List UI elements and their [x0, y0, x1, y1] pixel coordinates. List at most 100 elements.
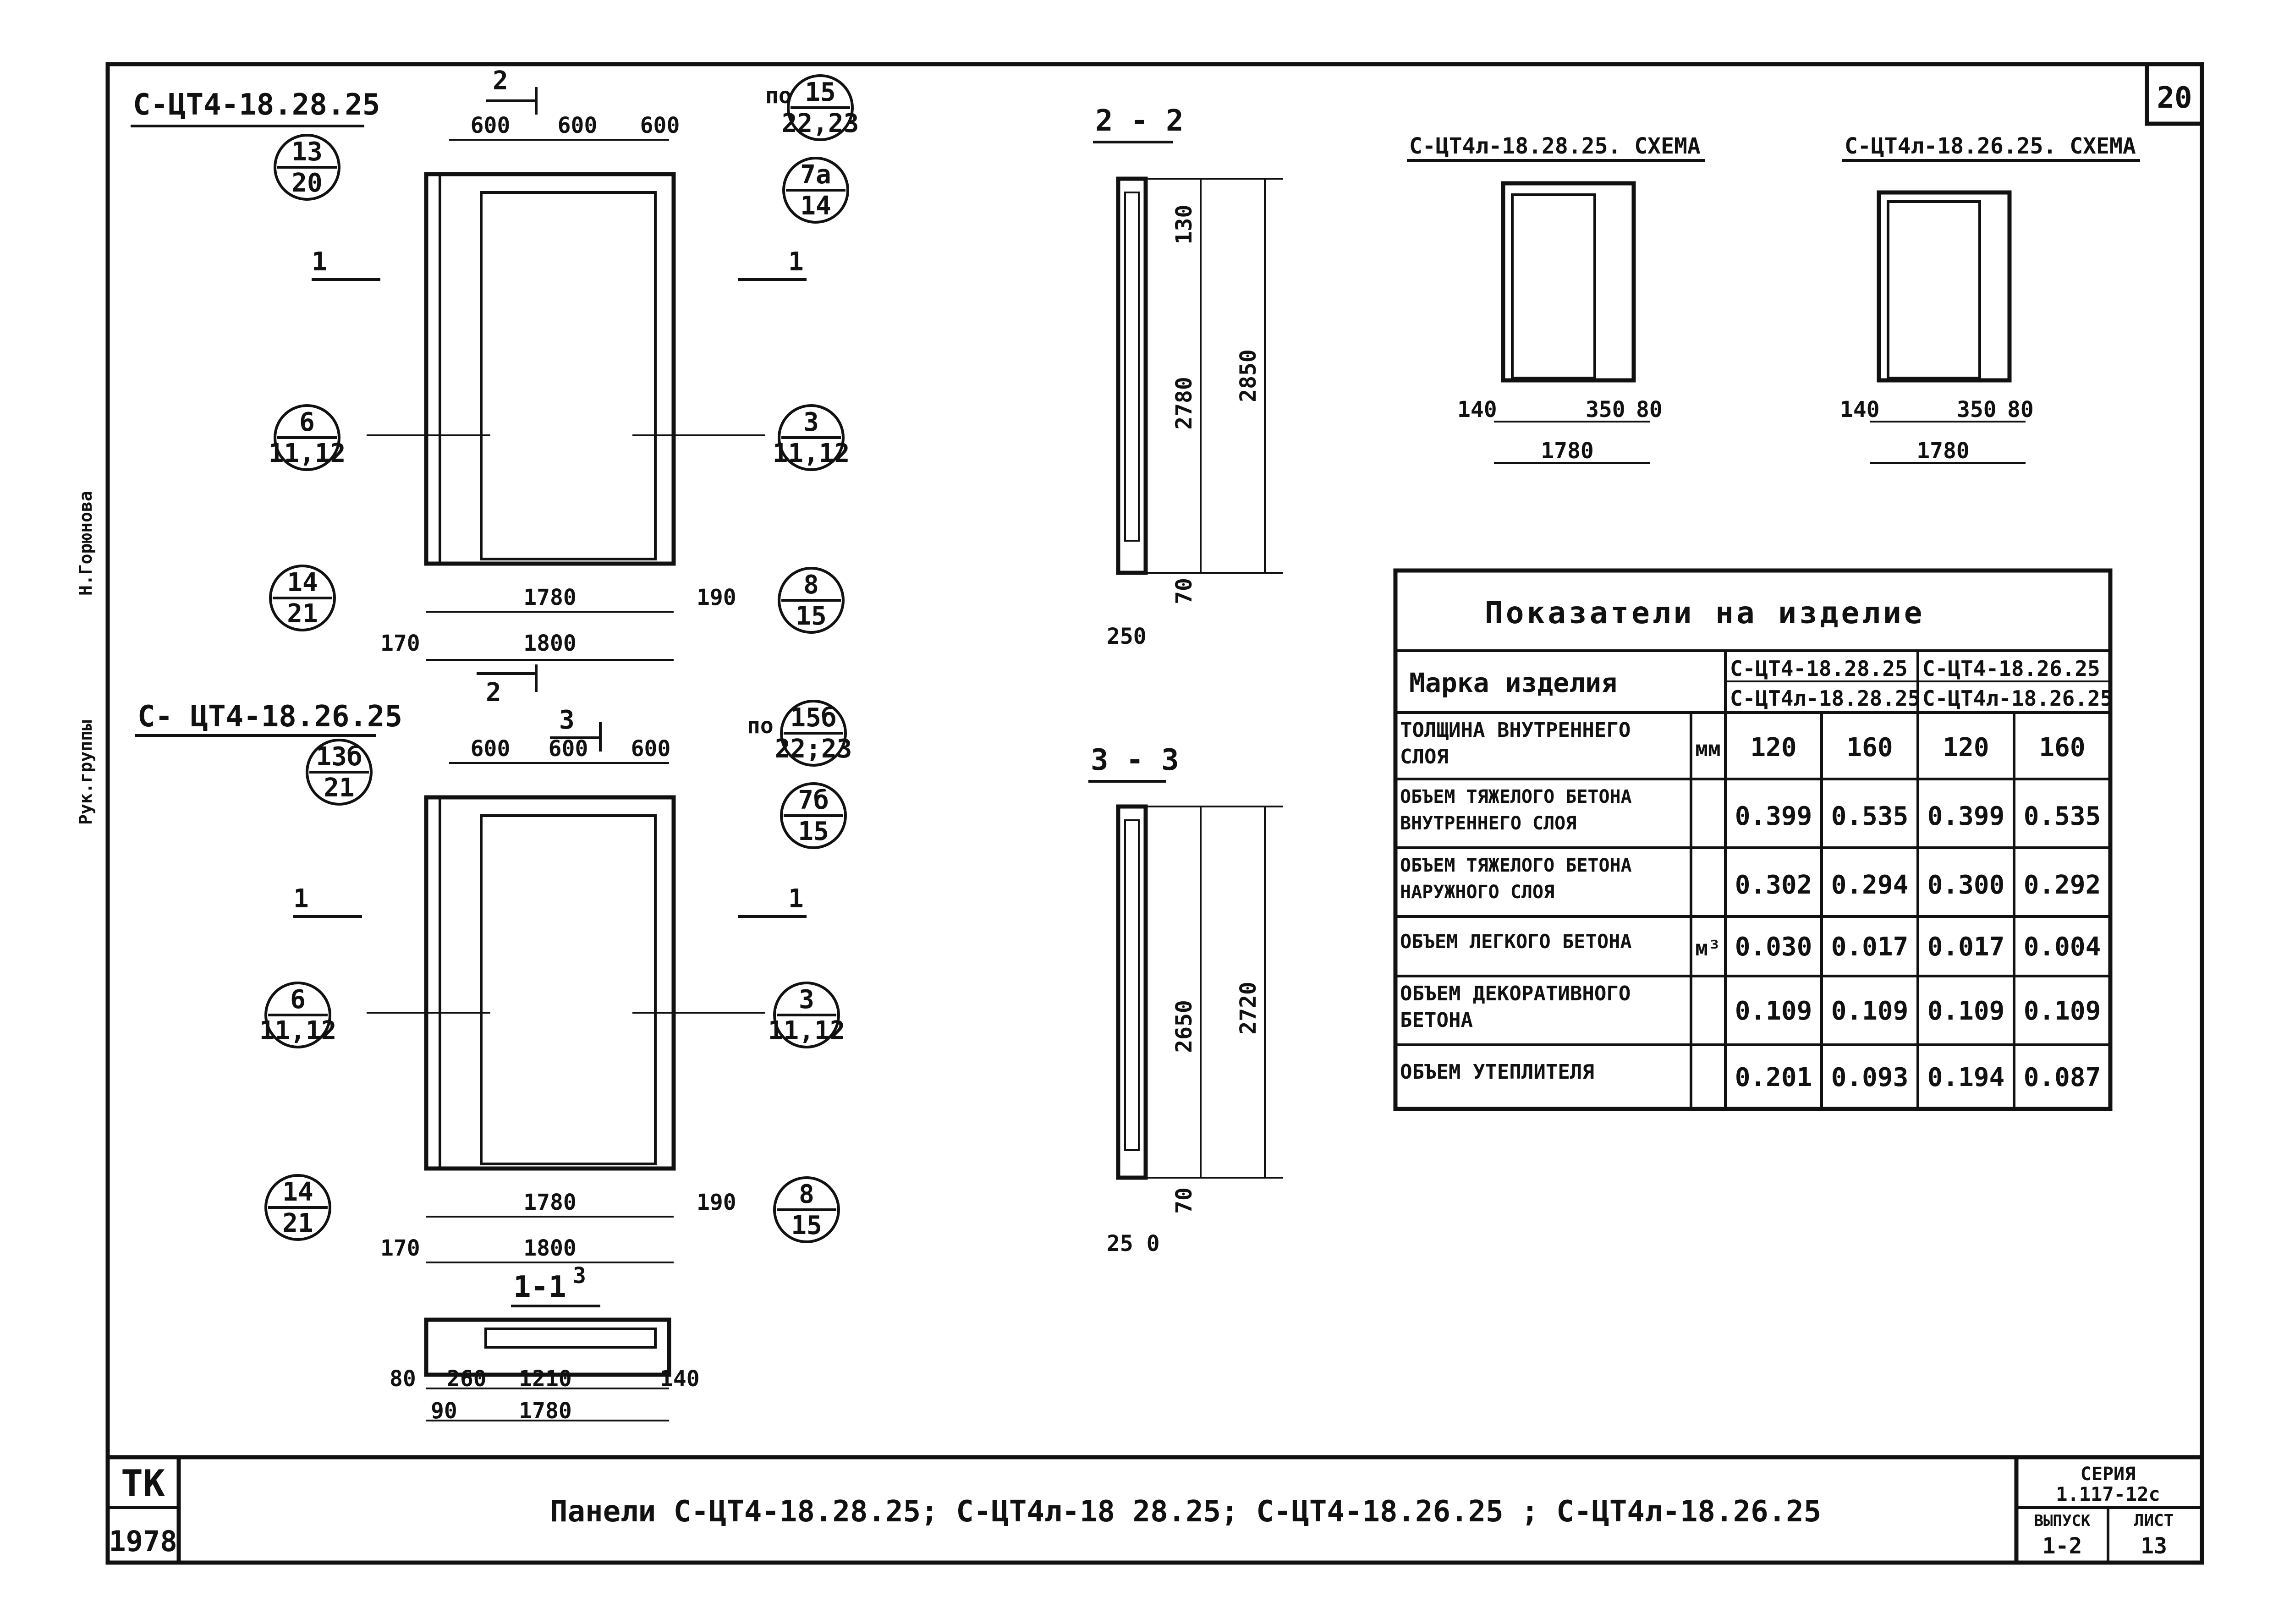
scheme-a-left: 140: [1457, 397, 1497, 422]
section-1-1-dim-c: 1210: [519, 1366, 572, 1392]
panel-a-opening: [480, 191, 657, 560]
panel-a-right-offset: 190: [697, 585, 736, 610]
row-label: Объем утеплителя: [1400, 1060, 1594, 1084]
svg-text:13б: 13б: [316, 742, 362, 772]
section-2-2-title: 2 - 2: [1095, 104, 1184, 138]
margin-group-head: Рук.группы: [76, 720, 96, 825]
svg-text:0.030: 0.030: [1735, 932, 1812, 962]
callout-13-20: 13 20: [274, 134, 340, 201]
svg-text:0.535: 0.535: [1831, 801, 1909, 831]
section-3-3-body: [1116, 804, 1148, 1180]
svg-text:15: 15: [796, 601, 826, 631]
section-2-2-top: 130: [1171, 205, 1197, 245]
scheme-b-left: 140: [1840, 397, 1880, 422]
svg-text:22;23: 22;23: [775, 734, 852, 764]
table-header-label: Марка изделия: [1409, 667, 1617, 698]
panel-b-width-3: 600: [631, 736, 671, 762]
panel-b-width-2: 600: [549, 736, 588, 762]
sheet-number-box: [2145, 62, 2204, 126]
section-3-3: 3 - 3 2650 2720 70 25 0: [1088, 743, 1283, 1256]
svg-text:15б: 15б: [790, 703, 836, 733]
table-title: Показатели на изделие: [1485, 595, 1925, 631]
panel-a-inner-width: 1780: [523, 585, 576, 610]
table-col1-a: С-ЦТ4-18.28.25: [1730, 656, 1908, 681]
svg-text:20: 20: [291, 168, 322, 198]
section-2-2-bottom: 70: [1171, 578, 1197, 604]
org-code: ТК: [121, 1462, 165, 1505]
section-3-3-title: 3 - 3: [1091, 743, 1179, 777]
svg-text:21: 21: [282, 1208, 313, 1238]
issue-label: ВЫПУСК: [2034, 1512, 2091, 1530]
table-row: Объем тяжелого бетона внутреннего слоя 0…: [1400, 786, 2101, 834]
panel-b-po: по: [747, 713, 774, 739]
svg-text:6: 6: [299, 407, 315, 437]
table-row: Объем утеплителя 0.201 0.093 0.194 0.087: [1400, 1060, 2101, 1092]
drawing-title: Панели С-ЦТ4-18.28.25; С-ЦТ4л-18 28.25; …: [550, 1495, 1821, 1529]
svg-text:0.004: 0.004: [2024, 932, 2101, 962]
row-label: Толщина внутреннего слоя: [1400, 719, 1631, 768]
svg-text:0.201: 0.201: [1735, 1063, 1812, 1092]
callout-14-21-b: 14 21: [264, 1174, 331, 1241]
panel-a-section-right: 1: [788, 247, 804, 277]
svg-text:0.292: 0.292: [2024, 870, 2101, 900]
row-label: Объем декоративного бетона: [1400, 982, 1631, 1032]
sheet-label: ЛИСТ: [2134, 1511, 2174, 1530]
panel-a-outer-width: 1800: [523, 631, 576, 656]
svg-text:160: 160: [2039, 733, 2085, 763]
panel-a-section-bottom: 2: [486, 678, 501, 708]
svg-text:0.294: 0.294: [1831, 870, 1909, 900]
svg-text:14: 14: [282, 1177, 313, 1207]
title-block: ТК 1978 Панели С-ЦТ4-18.28.25; С-ЦТ4л-18…: [108, 1457, 2202, 1563]
section-3-3-bottom: 70: [1171, 1187, 1197, 1214]
scheme-a: С-ЦТ4л-18.28.25. СХЕМА 140 350 80 1780: [1407, 133, 1705, 464]
panel-b-view: С- ЦТ4-18.26.25 600 600 600 3 по 1780 18…: [135, 700, 807, 1263]
section-3-3-thickness: 25 0: [1107, 1231, 1160, 1256]
scheme-b: С-ЦТ4л-18.26.25. СХЕМА 140 350 80 1780: [1840, 133, 2140, 464]
svg-text:м³: м³: [1695, 936, 1720, 960]
row-label: Объем тяжелого бетона внутреннего слоя: [1400, 786, 1632, 834]
svg-text:0.017: 0.017: [1831, 932, 1909, 962]
svg-text:21: 21: [324, 773, 354, 803]
svg-text:6: 6: [290, 985, 306, 1015]
svg-text:15: 15: [805, 77, 835, 107]
table-col2-b: С-ЦТ4л-18.26.25: [1922, 686, 2113, 711]
year: 1978: [109, 1525, 177, 1558]
panel-a-width-1: 600: [471, 113, 511, 138]
svg-text:160: 160: [1846, 733, 1893, 763]
table-col2-a: С-ЦТ4-18.26.25: [1922, 656, 2100, 681]
section-1-1-dim-b: 260: [447, 1366, 487, 1392]
panel-a-width-3: 600: [640, 113, 680, 138]
svg-text:3: 3: [799, 985, 814, 1015]
panel-b-title: С- ЦТ4-18.26.25: [137, 700, 402, 734]
panel-a-title: С-ЦТ4-18.28.25: [133, 88, 380, 122]
section-1-1: 1-1 3 80 260 1210 140 90 1780: [390, 1263, 700, 1424]
section-1-1-dim-e: 90: [431, 1398, 457, 1424]
table-row: Толщина внутреннего слоя мм 120 160 120 …: [1400, 719, 2086, 768]
panel-b-width-1: 600: [471, 736, 511, 762]
svg-text:0.087: 0.087: [2024, 1063, 2101, 1092]
panel-b-body: [424, 795, 676, 1171]
section-1-1-dim-f: 1780: [519, 1398, 572, 1424]
svg-text:22,23: 22,23: [782, 109, 859, 138]
indicators-table: Показатели на изделие Марка изделия С-ЦТ…: [1393, 568, 2113, 1111]
section-3-3-inner: 2650: [1171, 1000, 1197, 1053]
scheme-a-body: [1501, 181, 1636, 383]
section-1-1-title: 1-1: [513, 1270, 566, 1304]
svg-text:0.109: 0.109: [1831, 996, 1909, 1026]
callout-14-21-a: 14 21: [269, 565, 336, 631]
svg-text:3: 3: [803, 407, 819, 437]
svg-text:0.535: 0.535: [2024, 801, 2101, 831]
svg-text:0.109: 0.109: [1735, 996, 1812, 1026]
scheme-b-right: 80: [2007, 397, 2034, 422]
row-label: Объем легкого бетона: [1400, 930, 1632, 953]
svg-text:0.017: 0.017: [1927, 932, 2005, 962]
svg-text:11,12: 11,12: [768, 1016, 846, 1046]
row-label: Объем тяжелого бетона наружного слоя: [1400, 855, 1632, 903]
callout-6-1112-b: 6 11,12: [259, 982, 336, 1048]
callout-15-2223: 15 22,23: [782, 74, 859, 141]
callout-15b-2223: 15б 22;23: [775, 700, 852, 767]
scheme-a-width: 1780: [1541, 438, 1594, 464]
svg-text:11,12: 11,12: [269, 439, 346, 468]
svg-text:8: 8: [803, 570, 819, 600]
